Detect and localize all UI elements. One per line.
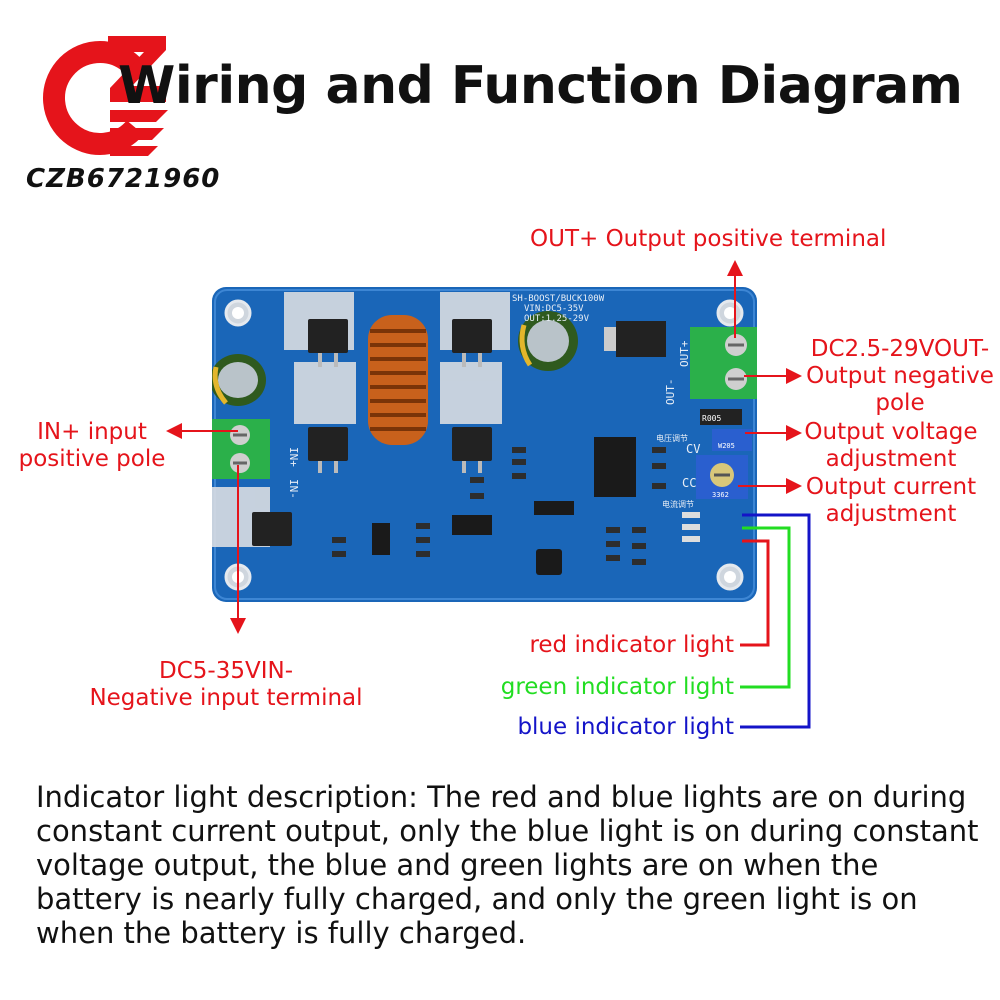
brand-logo-icon: [43, 36, 168, 156]
label-out-minus: DC2.5-29VOUT- Output negative pole: [806, 336, 994, 416]
label-voltage-adj: Output voltage adjustment: [804, 419, 978, 472]
silkscreen-vin: VIN:DC5-35V: [524, 304, 584, 314]
silkscreen-voltage-adj: 电压调节: [656, 433, 688, 443]
silkscreen-current-adj: 电流调节: [662, 499, 694, 509]
silkscreen-pot2: 3362: [712, 491, 729, 499]
potentiometers: [696, 429, 752, 499]
leader-red-indicator: [740, 539, 770, 647]
label-green-indicator: green indicator light: [500, 674, 734, 700]
silkscreen-in-minus: IN-: [287, 479, 300, 499]
silkscreen-out: OUT:1.25-29V: [524, 314, 590, 324]
silkscreen-cv: CV: [686, 442, 700, 456]
input-terminal: [212, 419, 270, 479]
diode: [616, 321, 666, 357]
output-capacitor: [518, 311, 578, 371]
mosfets: [252, 319, 492, 546]
silkscreen-in-plus: IN+: [287, 447, 300, 467]
output-terminal: [690, 327, 757, 399]
smd-parts: [332, 447, 700, 565]
leader-green-indicator: [740, 526, 791, 689]
label-red-indicator: red indicator light: [529, 632, 734, 658]
leader-blue-indicator: [740, 513, 811, 729]
page-title: Wiring and Function Diagram: [118, 56, 963, 116]
indicator-description: Indicator light description: The red and…: [36, 780, 979, 950]
silkscreen-out-minus: OUT-: [664, 379, 677, 406]
silkscreen-cc: CC: [682, 476, 696, 490]
silkscreen-r005: R005: [702, 414, 721, 423]
label-in-minus: DC5-35VIN- Negative input terminal: [89, 658, 363, 711]
ics: [372, 437, 636, 575]
input-capacitor: [212, 354, 266, 406]
silkscreen-model: SH-BOOST/BUCK100W: [512, 294, 605, 304]
toroid-inductor: [368, 315, 428, 445]
pcb-board: SH-BOOST/BUCK100W VIN:DC5-35V OUT:1.25-2…: [212, 287, 757, 602]
silkscreen-out-plus: OUT+: [678, 340, 691, 367]
label-out-plus: OUT+ Output positive terminal: [530, 226, 887, 252]
silkscreen-pot1: W205: [718, 442, 735, 450]
label-in-plus: IN+ input positive pole: [18, 419, 166, 472]
shunt-resistor: [700, 409, 742, 425]
label-blue-indicator: blue indicator light: [517, 714, 734, 740]
brand-logo-text: CZB6721960: [26, 164, 221, 194]
label-current-adj: Output current adjustment: [805, 474, 977, 527]
